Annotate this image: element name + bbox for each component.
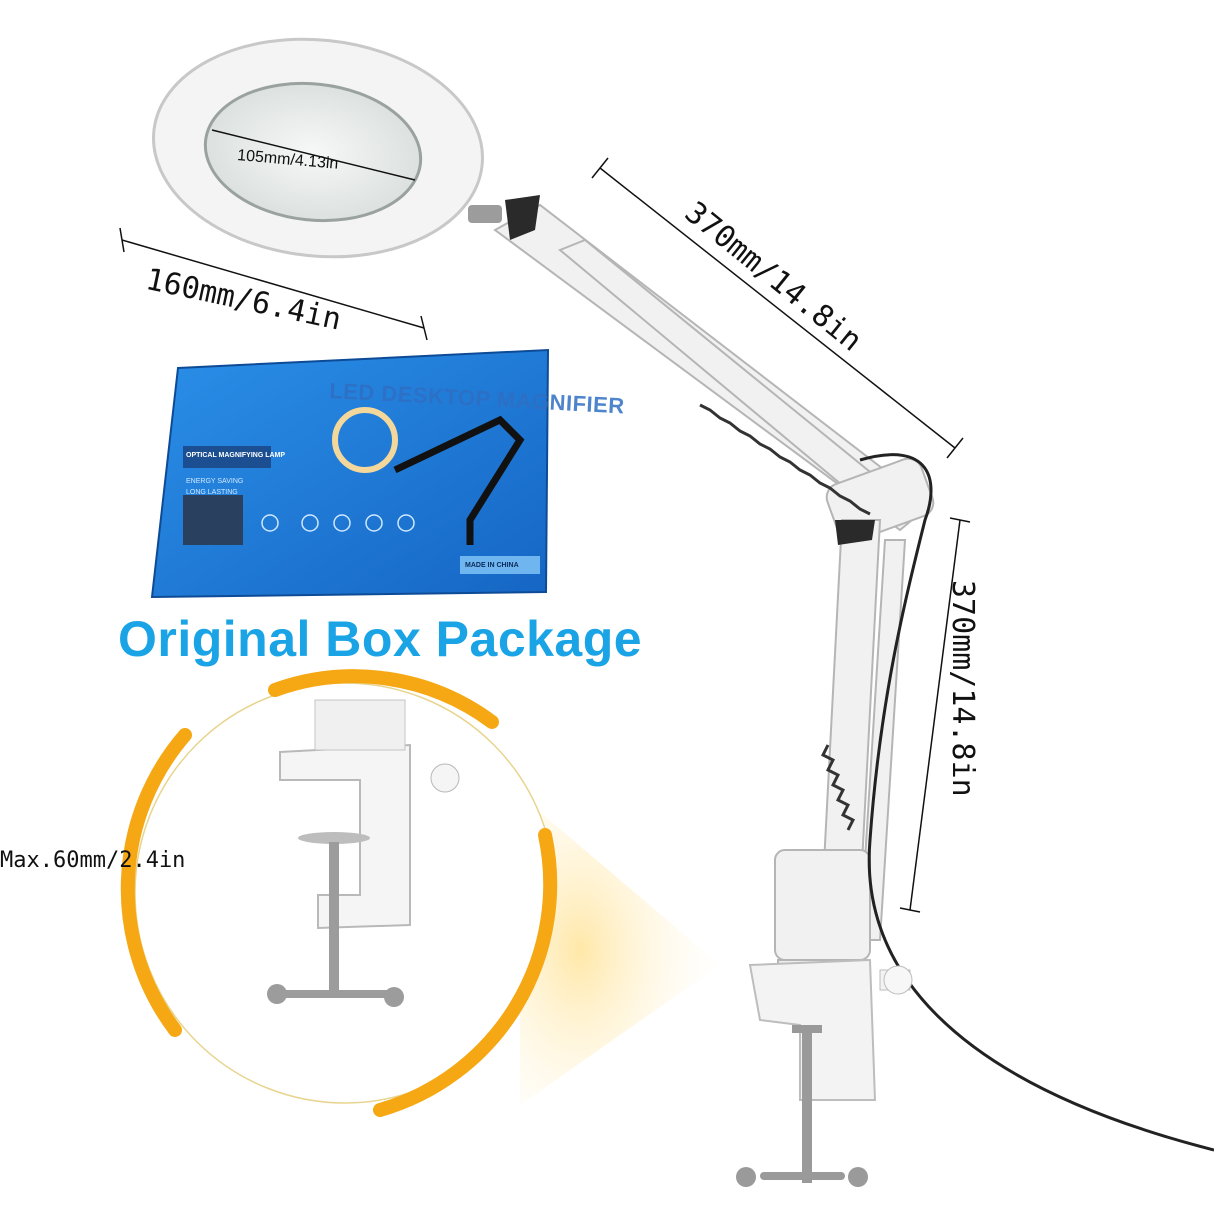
product-box bbox=[150, 348, 550, 599]
box-made-in: MADE IN CHINA bbox=[465, 562, 519, 569]
clamp-max-label: Max.60mm/2.4in bbox=[0, 848, 186, 873]
arm-knob bbox=[505, 195, 875, 545]
main-clamp bbox=[736, 958, 913, 1187]
zoom-arcs bbox=[120, 669, 558, 1117]
magnifier-head bbox=[152, 37, 502, 259]
power-cable bbox=[859, 453, 1214, 1152]
box-subtitle: OPTICAL MAGNIFYING LAMP bbox=[186, 452, 286, 459]
dimension-line-lower-arm bbox=[899, 517, 971, 913]
headline: Original Box Package bbox=[118, 611, 643, 667]
zoom-clamp bbox=[267, 699, 460, 1007]
box-feature: LONG LASTING bbox=[186, 489, 238, 496]
zoom-glow bbox=[520, 795, 720, 1105]
dimension-line-shade bbox=[119, 227, 428, 341]
box-feature: ENERGY SAVING bbox=[186, 478, 244, 485]
lower-arm-length-label: 370mm/14.8in bbox=[945, 580, 980, 797]
dimension-line-upper-arm bbox=[591, 157, 964, 459]
arm-spring bbox=[699, 403, 871, 831]
